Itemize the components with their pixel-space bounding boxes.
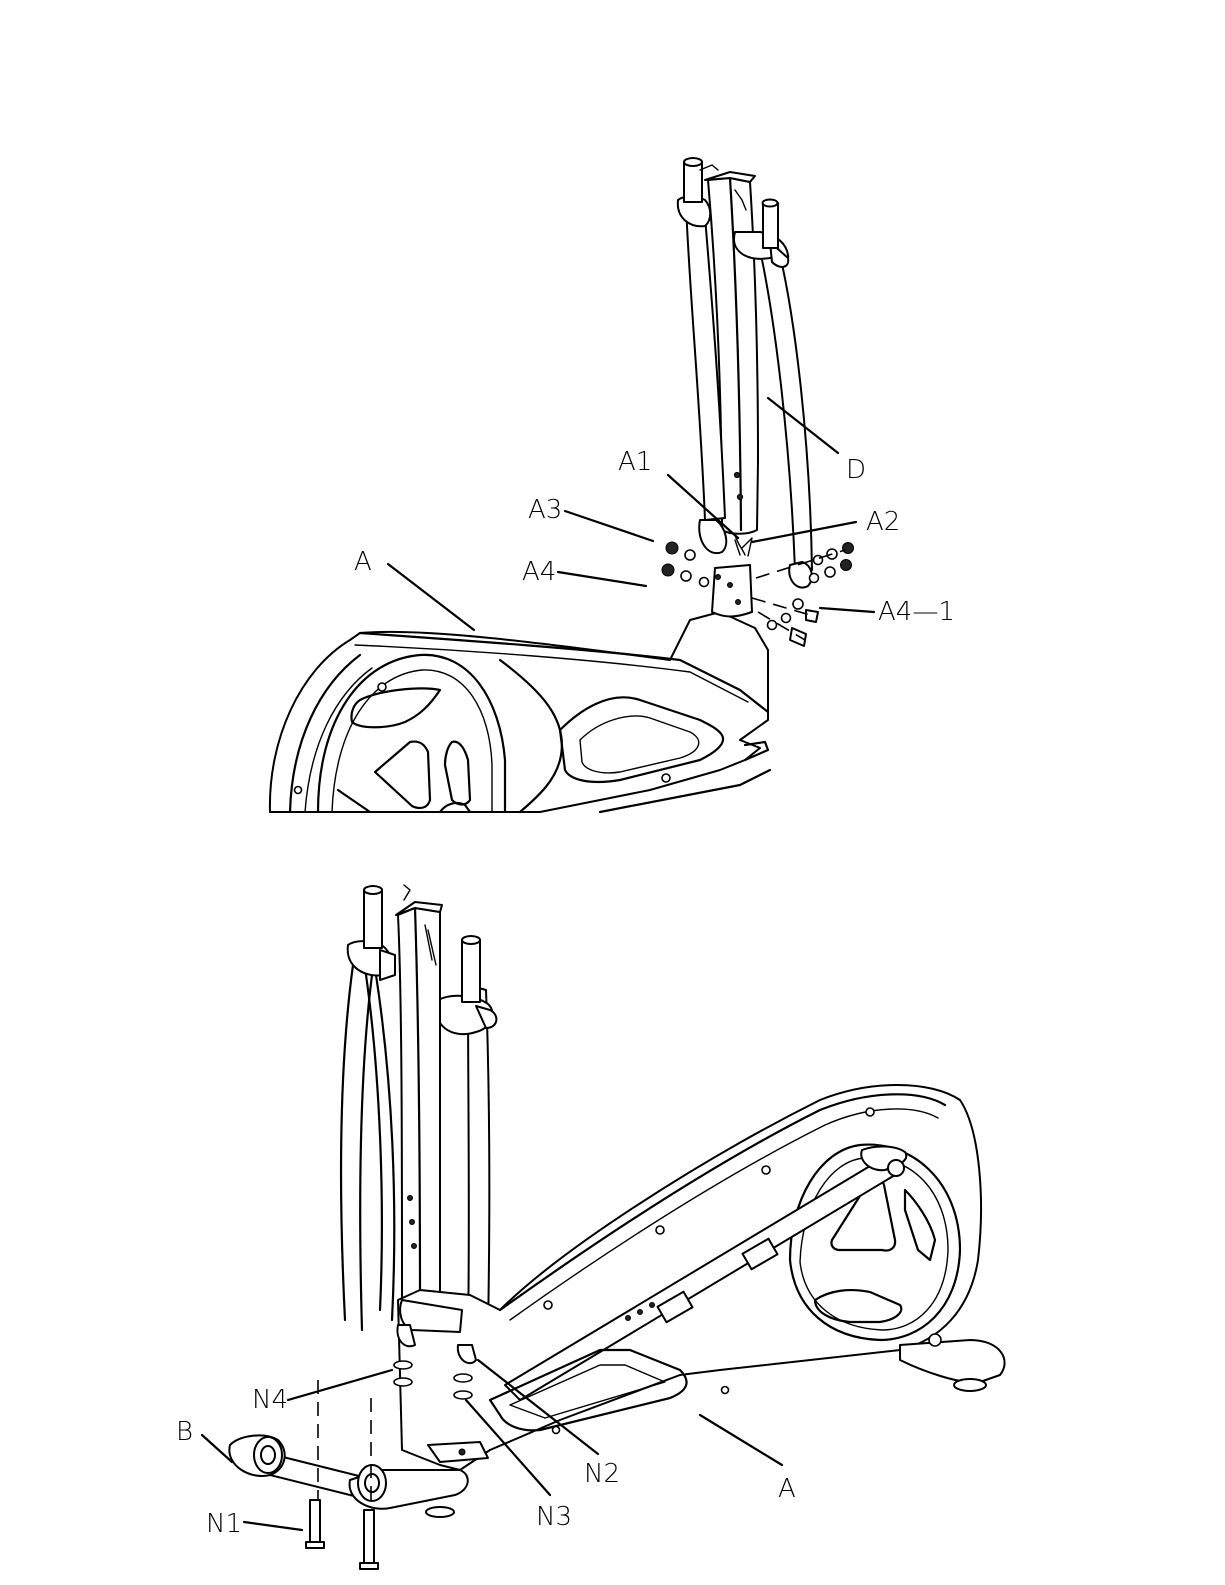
leader-A-bottom: [700, 1415, 782, 1465]
leader-A4: [558, 572, 646, 586]
label-N2: N2: [584, 1459, 620, 1489]
label-A4-1: A4—1: [878, 597, 955, 627]
label-N3: N3: [536, 1502, 572, 1532]
bottom-mast: [396, 885, 442, 1300]
top-main-frame: [270, 612, 770, 812]
leader-A3: [565, 511, 653, 541]
leader-N4: [288, 1370, 392, 1400]
label-A2: A2: [866, 507, 900, 537]
label-N4: N4: [252, 1385, 288, 1415]
label-A-bottom: A: [778, 1474, 796, 1504]
leader-B: [202, 1435, 232, 1462]
top-figure: D A1 A2 A3 A4 A4—1 A: [270, 158, 955, 812]
bottom-figure: N4 B N1 N2 N3 A: [176, 885, 1005, 1569]
label-N1: N1: [206, 1509, 242, 1539]
leader-N1: [244, 1522, 302, 1530]
leader-A4-1: [820, 608, 874, 612]
label-A4: A4: [522, 557, 556, 587]
leader-A-top: [388, 564, 474, 630]
label-A3: A3: [528, 495, 562, 525]
label-A-top: A: [354, 547, 372, 577]
label-B: B: [176, 1417, 193, 1447]
label-A1: A1: [618, 447, 652, 477]
label-D: D: [846, 455, 866, 485]
top-upright-post: [712, 565, 752, 617]
top-handlebar-column: [678, 158, 812, 588]
